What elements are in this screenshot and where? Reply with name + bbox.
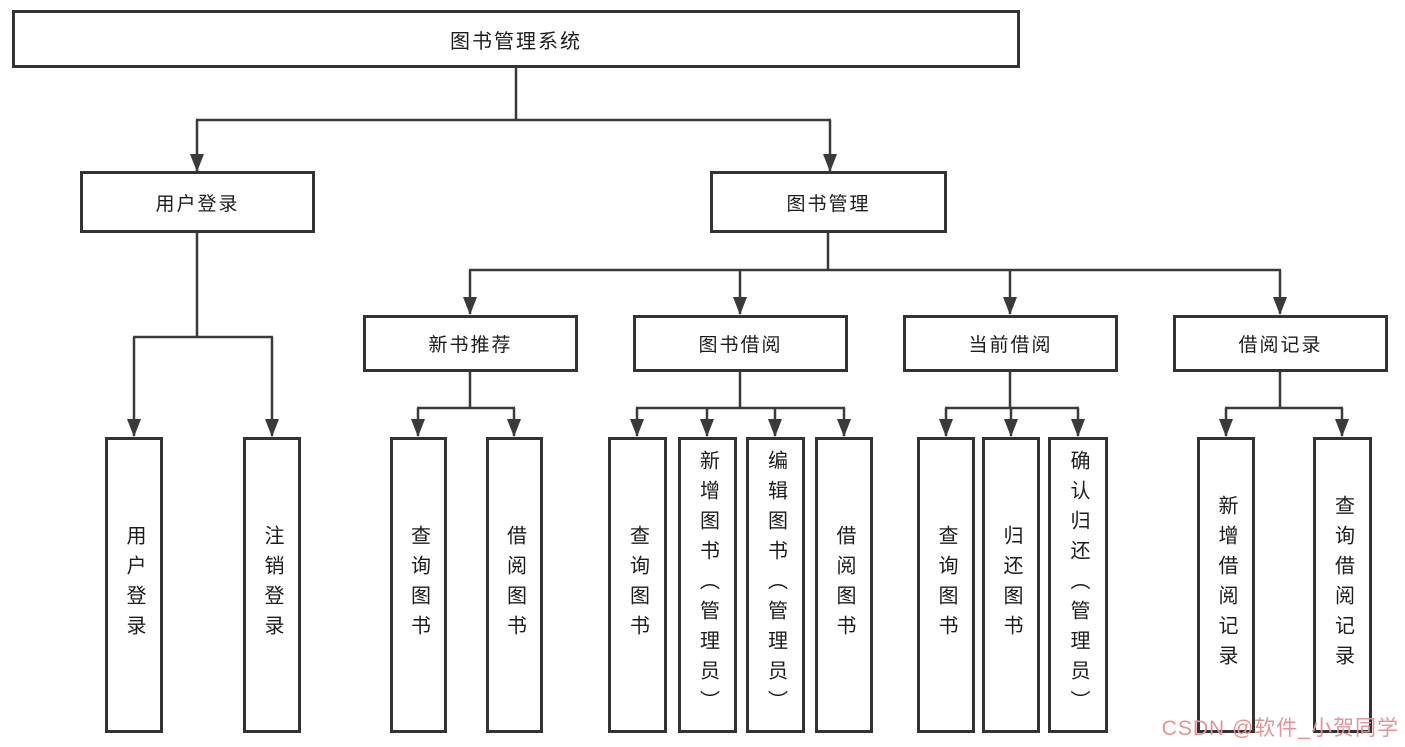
leaf-recommend-borrow-books: 借阅图书 xyxy=(486,437,543,733)
leaf-confirm-return-admin: 确认归还（管理员） xyxy=(1048,437,1108,733)
node-current-borrowing: 当前借阅 xyxy=(903,315,1118,372)
node-borrowing-records: 借阅记录 xyxy=(1173,315,1388,372)
leaf-edit-books-admin: 编辑图书（管理员） xyxy=(746,437,805,733)
leaf-recommend-query-books: 查询图书 xyxy=(390,437,447,733)
node-library-management-system: 图书管理系统 xyxy=(12,10,1020,68)
node-user-login-branch: 用户登录 xyxy=(80,171,315,233)
csdn-watermark: CSDN @软件_小贺同学 xyxy=(1161,717,1399,740)
leaf-query-borrowing-record: 查询借阅记录 xyxy=(1313,437,1372,733)
leaf-return-books: 归还图书 xyxy=(982,437,1040,733)
leaf-current-query-books: 查询图书 xyxy=(917,437,975,733)
leaf-user-login: 用户登录 xyxy=(105,437,163,733)
node-book-management-branch: 图书管理 xyxy=(710,171,947,233)
leaf-borrowing-query-books: 查询图书 xyxy=(608,437,667,733)
leaf-add-borrowing-record: 新增借阅记录 xyxy=(1197,437,1255,733)
node-new-book-recommendation: 新书推荐 xyxy=(363,315,578,372)
node-book-borrowing: 图书借阅 xyxy=(633,315,848,372)
leaf-logout: 注销登录 xyxy=(243,437,301,733)
leaf-borrowing-borrow-books: 借阅图书 xyxy=(815,437,873,733)
leaf-add-books-admin: 新增图书（管理员） xyxy=(678,437,737,733)
